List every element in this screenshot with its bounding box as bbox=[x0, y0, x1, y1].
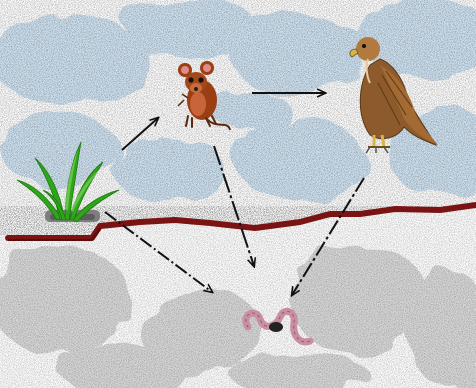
food-web-diagram bbox=[0, 0, 476, 388]
